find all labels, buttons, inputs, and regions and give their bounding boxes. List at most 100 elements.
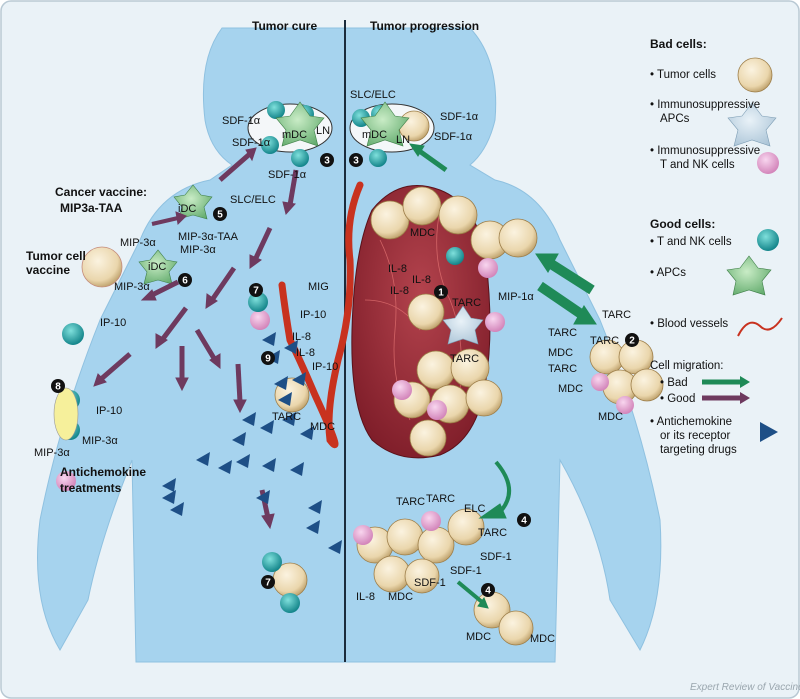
label-il8: IL-8 bbox=[356, 591, 375, 603]
label-mdc-chemokine: MDC bbox=[410, 227, 435, 239]
step-marker-label: 7 bbox=[253, 286, 259, 297]
label-il8: IL-8 bbox=[292, 331, 311, 343]
step-marker-label: 9 bbox=[265, 354, 271, 365]
label-tarc: TARC bbox=[548, 363, 577, 375]
lymphatic-vessel bbox=[53, 387, 79, 441]
label-sdf1a: SDF-1α bbox=[268, 169, 307, 181]
label-sdf1: SDF-1 bbox=[414, 577, 446, 589]
step-marker: 4 bbox=[517, 513, 531, 527]
legend-anti-2: or its receptor bbox=[660, 430, 730, 442]
step-marker-label: 5 bbox=[217, 210, 223, 221]
label-sdf1: SDF-1 bbox=[450, 565, 482, 577]
legend-bad-title: Bad cells: bbox=[650, 37, 707, 51]
step-marker-label: 1 bbox=[438, 288, 444, 299]
label-slc-elc: SLC/ELC bbox=[350, 89, 396, 101]
header-tumor-progression: Tumor progression bbox=[370, 19, 479, 33]
label-tarc: TARC bbox=[478, 527, 507, 539]
label-il8: IL-8 bbox=[388, 263, 407, 275]
step-marker: 5 bbox=[213, 207, 227, 221]
step-marker: 3 bbox=[349, 153, 363, 167]
label-mip3a: MIP-3α bbox=[82, 435, 118, 447]
tumor-cluster-organ bbox=[370, 186, 538, 457]
legend-t-nk: • T and NK cells bbox=[650, 236, 732, 248]
label-il8: IL-8 bbox=[390, 285, 409, 297]
legend-good: • Good bbox=[660, 393, 695, 405]
label-tumor-cell-vaccine-2: vaccine bbox=[26, 263, 70, 277]
step-marker-label: 3 bbox=[324, 156, 330, 167]
label-mig: MIG bbox=[308, 281, 329, 293]
immunosuppressive-t-cells bbox=[56, 258, 634, 545]
label-mdc-cell: mDC bbox=[282, 129, 307, 141]
label-mdc-chemokine: MDC bbox=[310, 421, 335, 433]
label-tarc: TARC bbox=[590, 335, 619, 347]
legend-t-nk-icon bbox=[757, 229, 779, 251]
label-tarc: TARC bbox=[426, 493, 455, 505]
legend-migration-title: Cell migration: bbox=[650, 360, 724, 372]
label-mip3a-taa: MIP-3α-TAA bbox=[178, 231, 239, 243]
antichemokine-drugs bbox=[162, 332, 342, 554]
label-tarc: TARC bbox=[602, 309, 631, 321]
label-cancer-vaccine: Cancer vaccine: bbox=[55, 185, 147, 199]
good-migration-arrows bbox=[93, 147, 299, 530]
credit: Expert Review of Vaccines bbox=[690, 682, 800, 693]
legend-immuno-apc-2: APCs bbox=[660, 113, 690, 125]
label-mdc-chemokine: MDC bbox=[548, 347, 573, 359]
legend-vessels: • Blood vessels bbox=[650, 318, 728, 330]
label-tarc: TARC bbox=[450, 353, 479, 365]
label-ip10: IP-10 bbox=[300, 309, 326, 321]
label-sdf1: SDF-1 bbox=[480, 551, 512, 563]
legend-apc-icon bbox=[726, 255, 772, 296]
step-marker: 1 bbox=[434, 285, 448, 299]
immunosuppressive-apc bbox=[442, 305, 484, 345]
legend-immunosuppressive-t-icon bbox=[757, 152, 779, 174]
bad-migration-arrows bbox=[408, 143, 597, 609]
step-marker: 7 bbox=[261, 575, 275, 589]
label-tarc: TARC bbox=[396, 496, 425, 508]
label-mip3a: MIP-3α bbox=[34, 447, 70, 459]
step-marker: 2 bbox=[625, 333, 639, 347]
blood-vessel bbox=[278, 181, 364, 449]
label-ip10: IP-10 bbox=[100, 317, 126, 329]
tumor-cluster-arm bbox=[589, 339, 664, 405]
legend-immuno-t-2: T and NK cells bbox=[660, 159, 735, 171]
legend-good-title: Good cells: bbox=[650, 217, 715, 231]
step-marker-label: 4 bbox=[521, 516, 527, 527]
label-mip1a: MIP-1α bbox=[498, 291, 534, 303]
label-sdf1a: SDF-1α bbox=[440, 111, 479, 123]
legend-immunosuppressive-apc-icon bbox=[727, 102, 777, 147]
step-marker: 9 bbox=[261, 351, 275, 365]
label-mip3a: MIP-3α bbox=[180, 244, 216, 256]
label-tumor-cell-vaccine: Tumor cell bbox=[26, 249, 86, 263]
step-marker-label: 6 bbox=[182, 276, 188, 287]
legend-anti-3: targeting drugs bbox=[660, 444, 737, 456]
legend-tumor-cells: • Tumor cells bbox=[650, 69, 716, 81]
label-antichemokine: Antichemokine bbox=[60, 465, 146, 479]
legend-immuno-apc-1: • Immunosuppressive bbox=[650, 99, 760, 111]
step-marker: 6 bbox=[178, 273, 192, 287]
legend-apcs: • APCs bbox=[650, 267, 686, 279]
step-marker-label: 3 bbox=[353, 156, 359, 167]
label-mdc-cell: mDC bbox=[362, 129, 387, 141]
label-tarc: TARC bbox=[548, 327, 577, 339]
label-cancer-vaccine-name: MIP3a-TAA bbox=[60, 201, 123, 215]
legend-drug-icon bbox=[760, 422, 778, 442]
label-mdc-chemokine: MDC bbox=[388, 591, 413, 603]
label-ip10: IP-10 bbox=[312, 361, 338, 373]
legend-bad: • Bad bbox=[660, 377, 688, 389]
legend-icons bbox=[702, 57, 783, 442]
label-mdc-chemokine: MDC bbox=[558, 383, 583, 395]
step-marker: 4 bbox=[481, 583, 495, 597]
label-mip3a: MIP-3α bbox=[114, 281, 150, 293]
label-tarc: TARC bbox=[272, 411, 301, 423]
label-idc: iDC bbox=[148, 261, 166, 273]
label-idc: iDC bbox=[178, 203, 196, 215]
label-mdc-chemokine: MDC bbox=[466, 631, 491, 643]
apcs bbox=[138, 101, 410, 285]
label-sdf1a: SDF-1α bbox=[232, 137, 271, 149]
header-tumor-cure: Tumor cure bbox=[252, 19, 317, 33]
legend-vessel-icon bbox=[737, 317, 783, 337]
label-il8: IL-8 bbox=[412, 274, 431, 286]
